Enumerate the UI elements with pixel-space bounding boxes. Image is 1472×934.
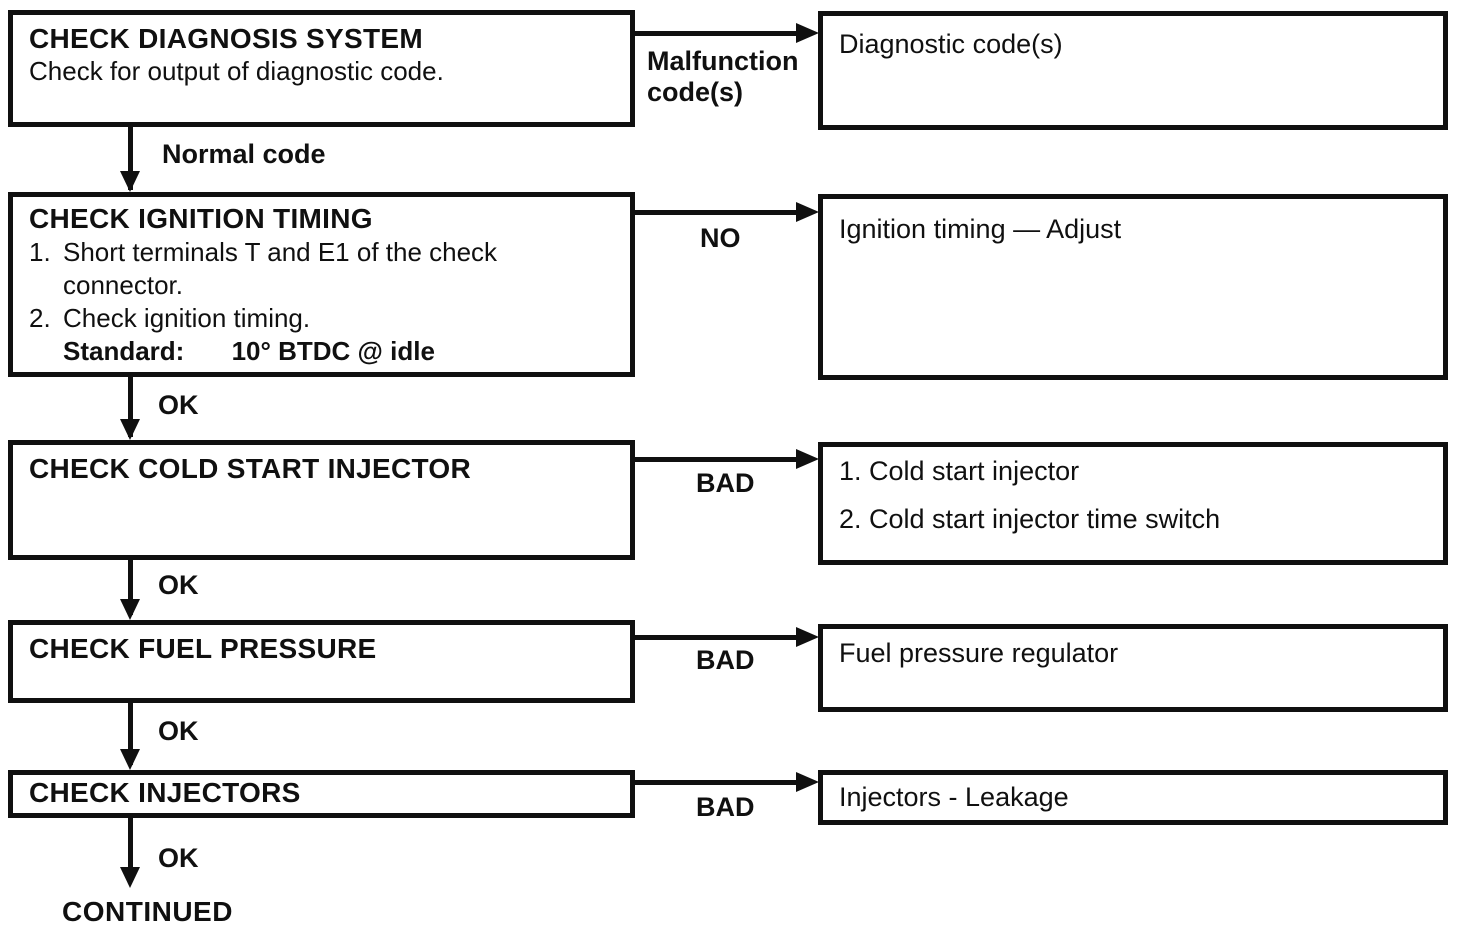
arrow-right-icon [796,627,819,647]
item-text: Check ignition timing. [63,303,311,333]
branch-label-bad: BAD [696,792,755,822]
arrow-right-icon [796,772,819,792]
branch-connector-line [633,457,796,462]
arrow-down-icon [120,171,140,192]
branch-label-line2: code(s) [647,77,744,107]
result-text: Injectors - Leakage [839,782,1069,812]
branch-connector-line [633,210,796,215]
check-injectors-box: CHECK INJECTORS [8,770,635,818]
step-item: 1. Short terminals T and E1 of the check… [29,236,614,302]
result-item: 1. Cold start injector [839,456,1080,486]
arrow-down-icon [120,599,140,620]
result-box-ignition-timing: Ignition timing — Adjust [818,194,1448,380]
branch-label-malfunction: Malfunction code(s) [647,46,798,108]
down-label-ok: OK [158,843,199,873]
step-title: CHECK COLD START INJECTOR [29,453,472,484]
arrow-right-icon [796,23,819,43]
arrow-down-icon [120,749,140,770]
standard-value: 10° BTDC @ idle [231,336,435,366]
step-title: CHECK DIAGNOSIS SYSTEM [29,23,423,54]
step-item: 2. Check ignition timing. [29,302,614,335]
down-connector-line [128,701,133,765]
check-ignition-timing-box: CHECK IGNITION TIMING 1. Short terminals… [8,192,635,377]
result-box-diagnostic-codes: Diagnostic code(s) [818,11,1448,130]
check-diagnosis-system-box: CHECK DIAGNOSIS SYSTEM Check for output … [8,10,635,127]
branch-connector-line [633,31,796,36]
item-text: Short terminals T and E1 of the check co… [63,237,498,300]
arrow-right-icon [796,202,819,222]
standard-spec-line: Standard: 10° BTDC @ idle [63,335,614,368]
check-cold-start-injector-box: CHECK COLD START INJECTOR [8,440,635,560]
standard-label: Standard: [63,336,185,366]
step-title: CHECK INJECTORS [29,777,301,808]
branch-connector-line [633,780,796,785]
result-text: Ignition timing — Adjust [839,214,1122,244]
result-box-fuel-pressure-regulator: Fuel pressure regulator [818,624,1448,712]
arrow-right-icon [796,449,819,469]
item-number: 1. [29,237,51,267]
down-label-ok: OK [158,716,199,746]
branch-connector-line [633,635,796,640]
step-title: CHECK IGNITION TIMING [29,203,373,234]
down-connector-line [128,125,133,190]
branch-label-bad: BAD [696,645,755,675]
result-text: Fuel pressure regulator [839,638,1119,668]
result-text: Diagnostic code(s) [839,29,1063,59]
down-connector-line [128,558,133,615]
item-number: 2. [29,303,51,333]
down-connector-line [128,816,133,868]
continued-label: CONTINUED [62,896,233,927]
result-item: 2. Cold start injector time switch [839,504,1221,534]
branch-label-line1: Malfunction [647,46,799,76]
result-box-injectors-leakage: Injectors - Leakage [818,770,1448,825]
down-label-ok: OK [158,570,199,600]
branch-label-no: NO [700,223,741,253]
check-fuel-pressure-box: CHECK FUEL PRESSURE [8,620,635,703]
step-description: Check for output of diagnostic code. [29,56,444,86]
arrow-down-icon [120,867,140,888]
branch-label-bad: BAD [696,468,755,498]
down-label-ok: OK [158,390,199,420]
result-box-cold-start-injector: 1. Cold start injector 2. Cold start inj… [818,442,1448,565]
step-title: CHECK FUEL PRESSURE [29,633,377,664]
arrow-down-icon [120,419,140,440]
down-label-normal-code: Normal code [162,139,326,169]
down-connector-line [128,375,133,437]
